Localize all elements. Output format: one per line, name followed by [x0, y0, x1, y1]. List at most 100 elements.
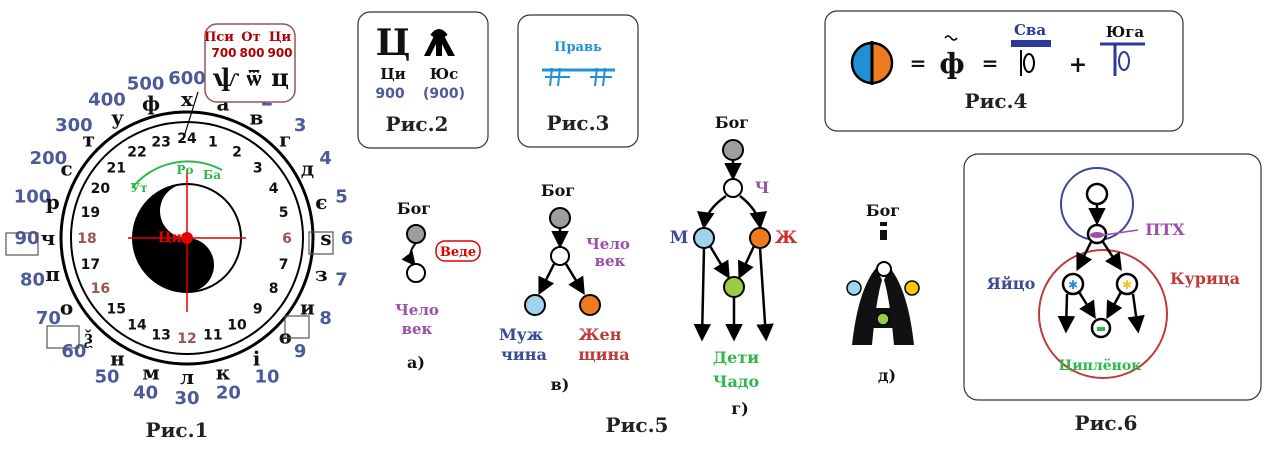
fig5g-god-label: Бог — [715, 113, 749, 132]
fig5v-woman-node — [579, 294, 601, 316]
outer-number: 300 — [55, 115, 93, 136]
figure-3-box — [517, 14, 639, 148]
plus-sign: + — [1069, 52, 1087, 78]
outer-number: 6 — [341, 228, 354, 249]
fig5a-human-label-2: век — [402, 320, 433, 338]
slavic-letter: м — [142, 360, 159, 384]
outer-number: 30 — [174, 388, 199, 409]
outer-number: 80 — [20, 269, 45, 290]
outer-number: 400 — [88, 89, 126, 110]
figure-5: Бог Веде Чело век а) Бог Чело век Муж чи… — [395, 113, 920, 437]
fig6-arrow-egg-down — [1057, 293, 1076, 334]
yuga-sign-icon — [1113, 44, 1130, 76]
slavic-letter: к — [216, 360, 231, 384]
hour-number: 17 — [81, 257, 100, 273]
fig5g-god-node — [722, 139, 744, 161]
fig5a-arrow — [401, 242, 417, 267]
outer-number: 500 — [127, 74, 165, 95]
fig5g-arrow-left — [697, 194, 727, 230]
outer-number: 600 — [168, 68, 206, 89]
outer-number: 4 — [319, 148, 332, 169]
figure-6: ПТХ ✱ ✱ Яйцо Курица Циплёнок Рис.6 — [963, 153, 1262, 435]
box-9 — [284, 315, 310, 339]
hour-number: 15 — [107, 302, 126, 318]
figure-4-box — [824, 10, 1184, 132]
figure-4: = ф = Сва + Юга Рис.4 — [824, 10, 1184, 132]
slavic-letter: н — [110, 346, 125, 370]
fig5a-god-node — [406, 224, 426, 244]
slavic-letter: ѯ — [84, 324, 93, 348]
fig6-egg-node — [1061, 272, 1085, 296]
fig5a-sub: а) — [407, 353, 425, 372]
top-letter-box — [204, 23, 296, 103]
fig5a-god-label: Бог — [397, 199, 431, 218]
sva-sign-icon — [1020, 50, 1035, 76]
glyph-tsi-large: Ц — [376, 22, 411, 64]
outer-number: 200 — [30, 148, 68, 169]
green-arc — [131, 160, 223, 189]
fig5g-human-label: Ч — [755, 178, 770, 197]
slavic-letter: л — [180, 365, 194, 389]
hour-number: 16 — [91, 281, 110, 297]
fig5v-god-label: Бог — [541, 181, 575, 200]
pth-pointer — [1103, 229, 1139, 236]
hour-number: 7 — [279, 257, 289, 273]
outer-number: 40 — [133, 383, 158, 404]
fig5v-man-node — [524, 294, 546, 316]
center-label: Ци — [158, 230, 182, 246]
vede-label: Веде — [440, 245, 476, 260]
fig5v-woman-label-2: щина — [578, 345, 629, 364]
fig6-arrow-left — [1076, 241, 1093, 272]
glyph-psi: ѱ — [213, 63, 240, 92]
hour-number: 9 — [253, 302, 263, 318]
figure-2-caption: Рис.2 — [386, 112, 449, 136]
egg-label: Яйцо — [987, 274, 1036, 293]
fig5g-children-label-2: Чадо — [713, 372, 760, 391]
egg-star-icon: ✱ — [1068, 278, 1078, 292]
fig5d-woman-node — [904, 280, 920, 296]
fig5v-human-label-1: Чело — [586, 235, 630, 253]
fig6-top-node — [1085, 182, 1109, 206]
box-60 — [46, 325, 80, 349]
figure-3-caption: Рис.3 — [547, 111, 610, 135]
fig5g-arrow-woman-child — [737, 245, 756, 280]
hour-number: 21 — [107, 160, 126, 176]
label-ro: Ро — [176, 163, 193, 177]
fig5v-arrow-left — [538, 263, 556, 296]
fig6-arrow-hen-down — [1127, 293, 1145, 334]
box-number-800: 800 — [239, 46, 264, 60]
hour-number: 24 — [177, 131, 197, 147]
fig5g-arrow-right — [739, 195, 767, 230]
hen-star-icon: ✱ — [1122, 278, 1132, 292]
fig6-chick-mark — [1097, 327, 1105, 331]
fig5g-woman-node — [749, 227, 771, 249]
figure-5g: Бог Ч М Ж Дети Чадо г) — [670, 113, 798, 418]
fig5d-child-node — [876, 312, 890, 326]
glyph-fita: ф — [939, 47, 964, 80]
hour-number: 23 — [151, 134, 170, 150]
fig5g-children-label-1: Дети — [713, 348, 759, 367]
fig5v-human-node — [550, 246, 570, 266]
label-ut: Ут — [130, 181, 147, 195]
figure-1-caption: Рис.1 — [146, 418, 209, 442]
figure-3: Правь Рис.3 — [517, 14, 639, 148]
figure-6-box — [963, 153, 1262, 401]
slavic-letter: г — [279, 128, 291, 152]
fig5v-arrow-right — [564, 263, 585, 295]
red-circle — [1038, 249, 1168, 379]
equals-sign-2: = — [982, 51, 999, 75]
prav-label: Правь — [554, 40, 602, 55]
glyph-yus-icon — [424, 29, 455, 56]
box-number-700: 700 — [211, 46, 236, 60]
slavic-letter: х — [181, 87, 194, 111]
fig5d-human-node — [876, 261, 892, 277]
glyph-tsi: ц — [271, 63, 289, 92]
outer-number: 60 — [61, 341, 86, 362]
fig5v-man-label-1: Муж — [499, 325, 543, 344]
slavic-letter: в — [250, 106, 264, 130]
fig6-hen-node — [1115, 272, 1139, 296]
figure-6-caption: Рис.6 — [1075, 411, 1138, 435]
slavic-letter: з — [315, 262, 328, 286]
